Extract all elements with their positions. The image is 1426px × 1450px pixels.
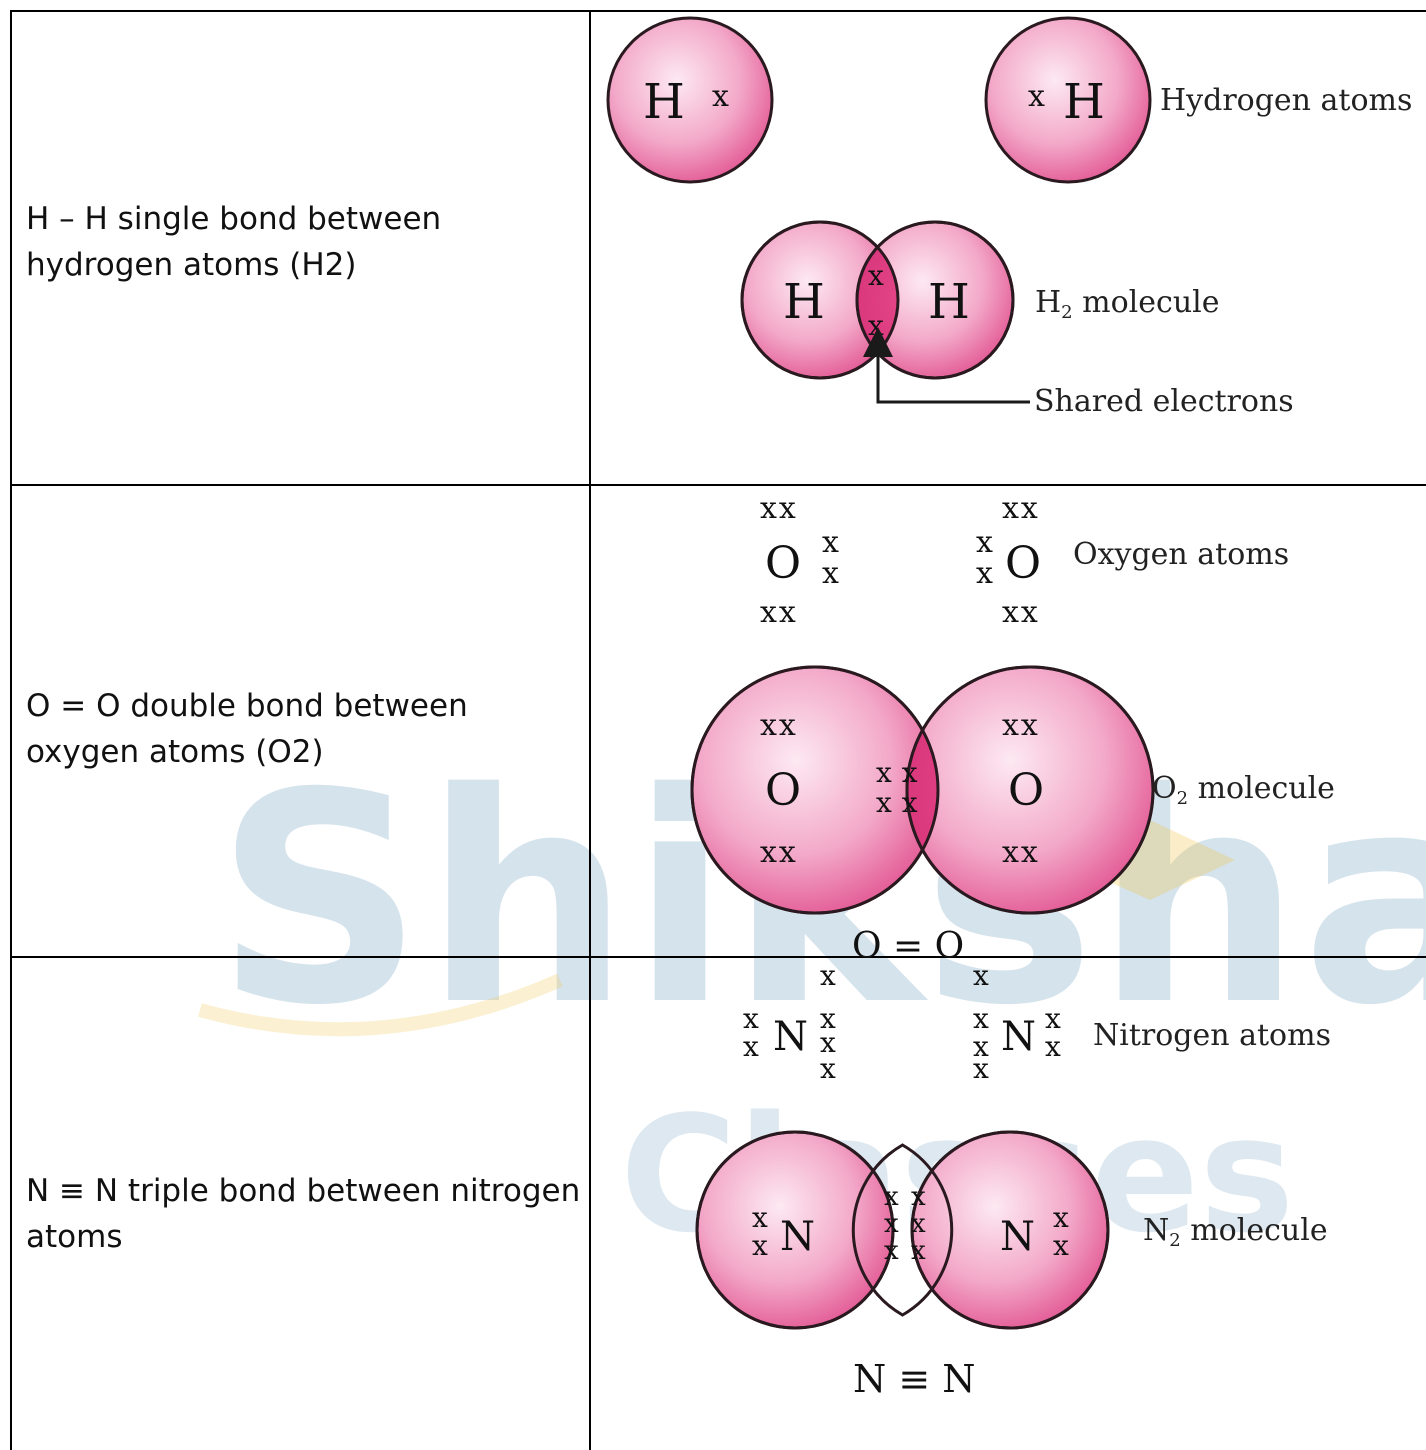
n2-left-electron-2: x bbox=[752, 1229, 768, 1262]
n2-left-symbol: N bbox=[780, 1214, 815, 1260]
o2-right-top-pair: xx bbox=[1002, 708, 1040, 743]
table-row-divider-2 bbox=[10, 956, 1426, 958]
nitrogen-atom-right-electron-l4: x bbox=[973, 1052, 989, 1085]
hydrogen-atoms-label: Hydrogen atoms bbox=[1160, 83, 1412, 118]
nitrogen-atom-left-electron-top: x bbox=[820, 959, 836, 992]
n2-right-electron-1: x bbox=[1053, 1201, 1069, 1234]
shared-electrons-pointer bbox=[863, 327, 1030, 404]
n2-shared-electron-5: x bbox=[884, 1236, 899, 1266]
hydrogen-atom-right-symbol: H bbox=[1063, 74, 1105, 130]
oxygen-atoms-label: Oxygen atoms bbox=[1073, 537, 1289, 572]
shared-electrons-label: Shared electrons bbox=[1034, 384, 1294, 419]
h2-shared-electron-1: x bbox=[868, 259, 884, 292]
table-row-divider-1 bbox=[10, 484, 1426, 486]
h2-left-symbol: H bbox=[783, 274, 825, 330]
o2-left-top-pair: xx bbox=[760, 708, 798, 743]
nitrogen-atom-left-electron-l2: x bbox=[743, 1030, 759, 1063]
nitrogen-atom-right-electron-r1: x bbox=[1045, 1002, 1061, 1035]
table-border-top bbox=[10, 10, 1426, 12]
n2-shared-electron-3: x bbox=[884, 1209, 899, 1239]
nitrogen-atom-left-electron-r1: x bbox=[820, 1002, 836, 1035]
n2-shared-electron-6: x bbox=[911, 1236, 926, 1266]
n2-shared-electron-1: x bbox=[884, 1182, 899, 1212]
hydrogen-atom-right bbox=[984, 16, 1152, 184]
nitrogen-atom-right-electron-r2: x bbox=[1045, 1030, 1061, 1063]
n2-overlap-outline bbox=[851, 1143, 954, 1317]
oxygen-atom-left-top-pair: xx bbox=[760, 491, 798, 526]
o2-left-bottom-pair: xx bbox=[760, 835, 798, 870]
o2-shared-pair-1: xx bbox=[876, 756, 928, 789]
n2-shared-electron-2: x bbox=[911, 1182, 926, 1212]
h2-shared-electron-2: x bbox=[868, 309, 884, 342]
row-2-description: O = O double bond between oxygen atoms (… bbox=[26, 688, 468, 770]
oxygen-atom-right-electron-2: x bbox=[976, 556, 993, 591]
oxygen-atom-left-symbol: O bbox=[765, 538, 801, 589]
nitrogen-atom-right-symbol: N bbox=[1001, 1014, 1036, 1060]
hydrogen-atom-left bbox=[606, 16, 774, 184]
nitrogen-atom-left-symbol: N bbox=[773, 1014, 808, 1060]
n2-molecule-label: N2 molecule bbox=[1143, 1213, 1328, 1251]
o2-bond-formula: O = O bbox=[852, 926, 964, 967]
nitrogen-atom-right-electron-l3: x bbox=[973, 1030, 989, 1063]
hydrogen-atom-left-electron: x bbox=[712, 79, 729, 114]
oxygen-atom-left-electron-1: x bbox=[822, 525, 839, 560]
oxygen-atom-right-bottom-pair: xx bbox=[1002, 595, 1040, 630]
oxygen-atom-right-electron-1: x bbox=[976, 525, 993, 560]
row-1-description: H – H single bond between hydrogen atoms… bbox=[26, 201, 442, 283]
table-border-left bbox=[10, 10, 12, 1450]
n2-shared-electron-4: x bbox=[911, 1209, 926, 1239]
table-column-divider bbox=[589, 10, 591, 1450]
o2-molecule-label: O2 molecule bbox=[1152, 771, 1335, 809]
hydrogen-atom-right-electron: x bbox=[1028, 79, 1045, 114]
o2-shared-pair-2: xx bbox=[876, 786, 928, 819]
oxygen-atom-right-top-pair: xx bbox=[1002, 491, 1040, 526]
hydrogen-atom-left-symbol: H bbox=[643, 74, 685, 130]
row-3-description: N ≡ N triple bond between nitrogen atoms bbox=[26, 1173, 581, 1255]
n2-left-electron-1: x bbox=[752, 1201, 768, 1234]
oxygen-atom-left-bottom-pair: xx bbox=[760, 595, 798, 630]
nitrogen-atom-left-electron-r2: x bbox=[820, 1026, 836, 1059]
n2-bond-formula: N ≡ N bbox=[853, 1357, 976, 1401]
oxygen-atom-left-electron-2: x bbox=[822, 556, 839, 591]
n2-right-symbol: N bbox=[1000, 1214, 1035, 1260]
nitrogen-atom-left-electron-l1: x bbox=[743, 1002, 759, 1035]
nitrogen-atom-right-electron-l1: x bbox=[973, 959, 989, 992]
nitrogen-atom-left-electron-r3: x bbox=[820, 1052, 836, 1085]
h2-right-symbol: H bbox=[928, 274, 970, 330]
oxygen-atom-right-symbol: O bbox=[1005, 538, 1041, 589]
nitrogen-atom-right-electron-l2: x bbox=[973, 1002, 989, 1035]
o2-right-symbol: O bbox=[1008, 765, 1044, 816]
nitrogen-atoms-label: Nitrogen atoms bbox=[1093, 1018, 1331, 1053]
h2-molecule-label: H2 molecule bbox=[1035, 285, 1220, 323]
o2-left-symbol: O bbox=[765, 765, 801, 816]
o2-right-bottom-pair: xx bbox=[1002, 835, 1040, 870]
n2-right-electron-2: x bbox=[1053, 1229, 1069, 1262]
